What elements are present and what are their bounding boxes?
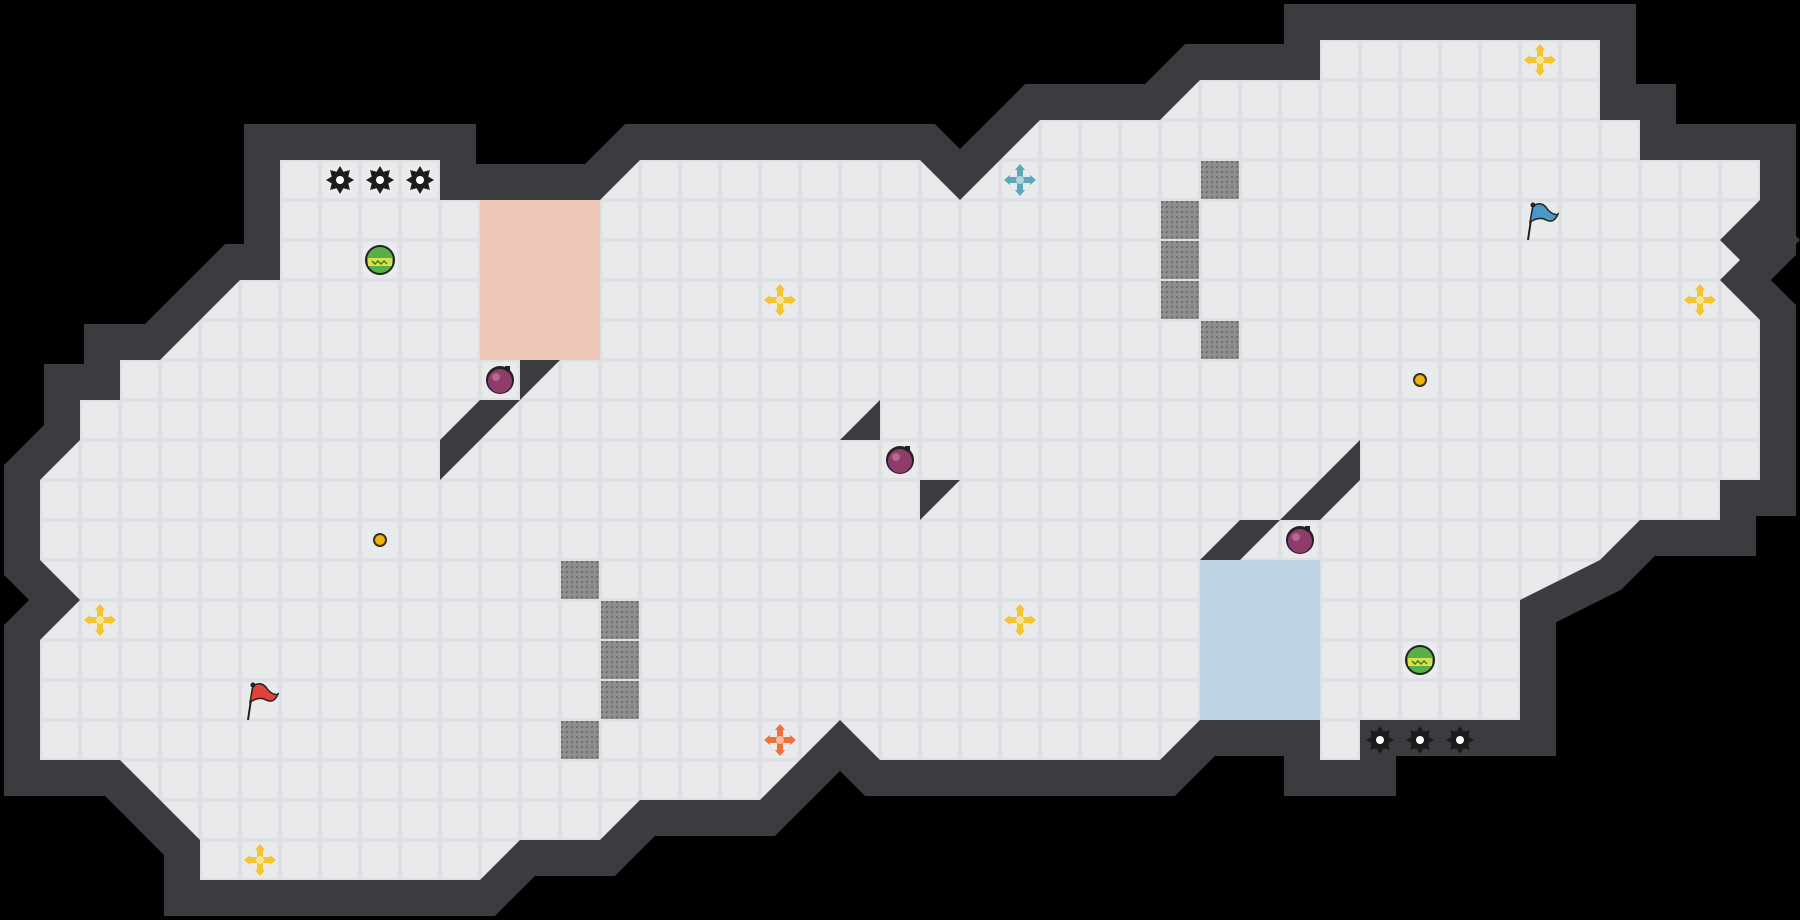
gate-tile <box>561 721 599 759</box>
neutral-boost-icon <box>244 844 276 876</box>
spike-icon <box>326 166 354 194</box>
gate-tile <box>1161 281 1199 319</box>
wall-wedge <box>840 400 880 440</box>
spike-icon <box>1366 726 1394 754</box>
wall-wedge <box>920 480 960 520</box>
gate-tile <box>601 681 639 719</box>
wall-wedge <box>520 360 560 400</box>
wall-wedge <box>440 400 520 480</box>
bomb-icon <box>486 366 514 394</box>
powerup-icon <box>365 245 395 275</box>
wall-wedge <box>1200 520 1280 560</box>
spike-icon <box>1446 726 1474 754</box>
powerup-icon <box>1405 645 1435 675</box>
gate-tile <box>1201 321 1239 359</box>
object-layer <box>84 44 1716 876</box>
gate-tile <box>601 601 639 639</box>
gate-tile <box>601 641 639 679</box>
gate-tile <box>1201 161 1239 199</box>
wall-wedge <box>1720 200 1800 280</box>
red-boost-icon <box>764 724 796 756</box>
blue-endzone <box>1200 560 1320 720</box>
wall-wedge <box>1280 440 1360 520</box>
neutral-boost-icon <box>1524 44 1556 76</box>
spike-icon <box>406 166 434 194</box>
gate-layer <box>561 161 1239 759</box>
neutral-boost-icon <box>1004 604 1036 636</box>
blue-boost-icon <box>1004 164 1036 196</box>
portal-icon <box>1413 373 1427 387</box>
obstacle-layer <box>440 200 1800 560</box>
red-flag-icon <box>247 682 280 721</box>
neutral-boost-icon <box>764 284 796 316</box>
neutral-boost-icon <box>1684 284 1716 316</box>
portal-icon <box>373 533 387 547</box>
gate-tile <box>1161 201 1199 239</box>
blue-flag-icon <box>1527 202 1560 241</box>
gate-tile <box>1161 241 1199 279</box>
bomb-icon <box>886 446 914 474</box>
red-endzone <box>480 200 600 360</box>
bomb-icon <box>1286 526 1314 554</box>
spike-icon <box>366 166 394 194</box>
neutral-boost-icon <box>84 604 116 636</box>
gate-tile <box>561 561 599 599</box>
endzone-layer <box>480 200 1320 720</box>
spike-icon <box>1406 726 1434 754</box>
